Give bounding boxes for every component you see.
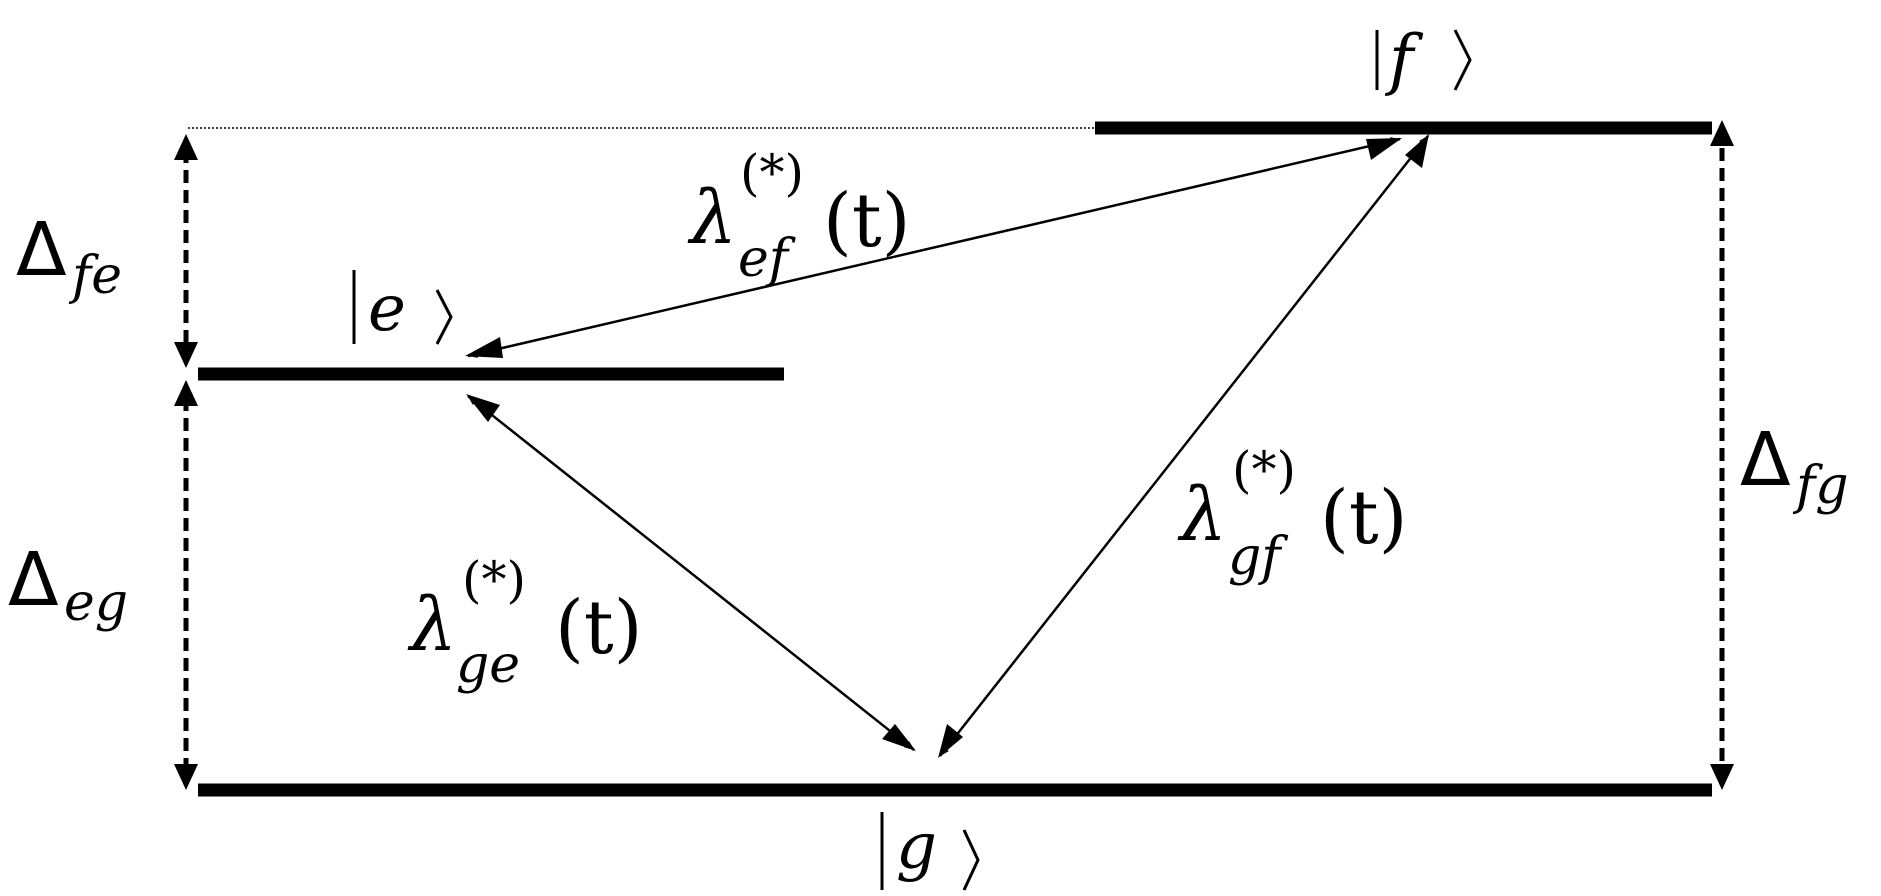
detuning-label-fg: Δ fg xyxy=(1740,417,1849,516)
arrowheads xyxy=(465,134,1429,758)
coupling-ge-sub: ge xyxy=(456,635,520,695)
coupling-label-ge: λ (*) ge (t) xyxy=(407,551,642,695)
state-f-symbol: f xyxy=(1384,21,1424,98)
detuning-fe-sub: fe xyxy=(68,246,122,306)
detuning-fg-sub: fg xyxy=(1792,456,1849,516)
coupling-label-ef: λ (*) ef (t) xyxy=(687,144,910,289)
detuning-label-eg: Δ eg xyxy=(8,537,128,633)
coupling-arrow-gf xyxy=(939,135,1429,757)
state-label-g: g xyxy=(880,810,980,891)
coupling-arrow-ef xyxy=(467,137,1401,358)
detuning-fg-symbol: Δ xyxy=(1740,417,1791,503)
coupling-gf-symbol: λ xyxy=(1177,472,1227,558)
coupling-label-gf: λ (*) gf (t) xyxy=(1177,441,1407,587)
coupling-ef-symbol: λ xyxy=(687,175,737,261)
coupling-gf-sub: gf xyxy=(1228,527,1288,587)
coupling-gf-sup: (*) xyxy=(1232,441,1296,499)
detuning-eg-sub: eg xyxy=(64,573,128,633)
coupling-ge-symbol: λ xyxy=(407,582,457,668)
state-label-e: e xyxy=(352,270,453,346)
state-g-symbol: g xyxy=(896,810,937,884)
detuning-label-fe: Δ fe xyxy=(16,207,122,306)
coupling-ef-sup: (*) xyxy=(740,144,804,202)
detuning-arrow-fe xyxy=(174,134,198,368)
coupling-arrow-ge xyxy=(467,395,915,751)
detuning-fe-symbol: Δ xyxy=(16,207,67,293)
coupling-ge-sup: (*) xyxy=(462,551,526,609)
detuning-arrow-eg xyxy=(174,380,198,790)
detuning-eg-symbol: Δ xyxy=(8,537,59,623)
coupling-gf-arg: (t) xyxy=(1320,475,1407,561)
state-label-f: f xyxy=(1375,21,1472,98)
state-e-symbol: e xyxy=(368,272,406,346)
coupling-ef-arg: (t) xyxy=(823,178,910,264)
coupling-ef-sub: ef xyxy=(738,229,796,289)
coupling-ge-arg: (t) xyxy=(555,585,642,671)
detuning-arrow-fg xyxy=(1710,120,1734,790)
